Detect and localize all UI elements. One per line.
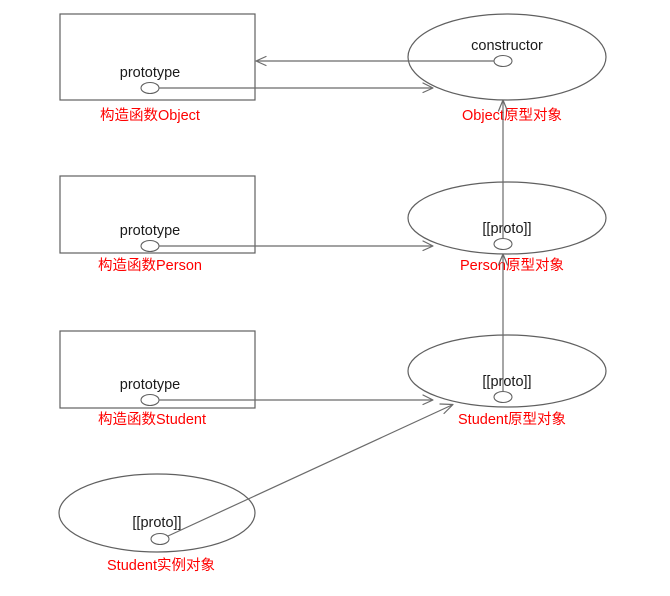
caption-person-prototype: Person原型对象 [460,257,564,274]
person-proto-port-circle[interactable] [493,237,513,251]
object-constructor-prototype-label: prototype [120,65,180,81]
object-prototype-port-circle[interactable] [140,81,160,95]
node-student-instance-ellipse[interactable]: [[proto]] [58,473,256,553]
person-prototype-proto-label: [[proto]] [482,221,531,237]
object-constructor-port-circle[interactable] [493,54,513,68]
person-constructor-prototype-label: prototype [120,223,180,239]
node-student-constructor-box[interactable]: prototype [59,330,256,409]
caption-student-prototype: Student原型对象 [458,411,566,428]
node-student-prototype-ellipse[interactable]: [[proto]] [407,334,607,408]
caption-student-constructor: 构造函数Student [98,411,206,428]
edge-objectbox-to-objectproto [159,82,434,94]
node-object-constructor-box[interactable]: prototype [59,13,256,101]
caption-student-instance: Student实例对象 [107,557,215,574]
student-instance-proto-port-circle[interactable] [150,532,170,546]
caption-object-prototype: Object原型对象 [462,107,562,124]
node-object-prototype-ellipse[interactable]: constructor [407,13,607,101]
caption-object-constructor: 构造函数Object [100,107,200,124]
person-constructor-rect [59,175,256,254]
student-prototype-proto-label: [[proto]] [482,374,531,390]
student-proto-port-circle[interactable] [493,390,513,404]
student-prototype-ellipse-shape [407,334,607,408]
object-constructor-rect [59,13,256,101]
node-person-prototype-ellipse[interactable]: [[proto]] [407,181,607,255]
node-person-constructor-box[interactable]: prototype [59,175,256,254]
edge-personproto-to-objectproto [497,99,509,239]
caption-person-constructor: 构造函数Person [98,257,202,274]
edge-instance-to-studentproto [167,403,454,537]
student-constructor-rect [59,330,256,409]
person-prototype-port-circle[interactable] [140,239,160,253]
edge-objectproto-to-objectbox [255,55,494,67]
object-prototype-ellipse-shape [407,13,607,101]
person-prototype-ellipse-shape [407,181,607,255]
edge-studentbox-to-studentproto [159,394,434,406]
object-prototype-constructor-label: constructor [471,38,543,54]
edge-personbox-to-personproto [159,240,434,252]
student-constructor-prototype-label: prototype [120,377,180,393]
student-prototype-port-circle[interactable] [140,393,160,407]
student-instance-ellipse-shape [58,473,256,553]
student-instance-proto-label: [[proto]] [132,515,181,531]
edge-studentproto-to-personproto [497,253,509,392]
